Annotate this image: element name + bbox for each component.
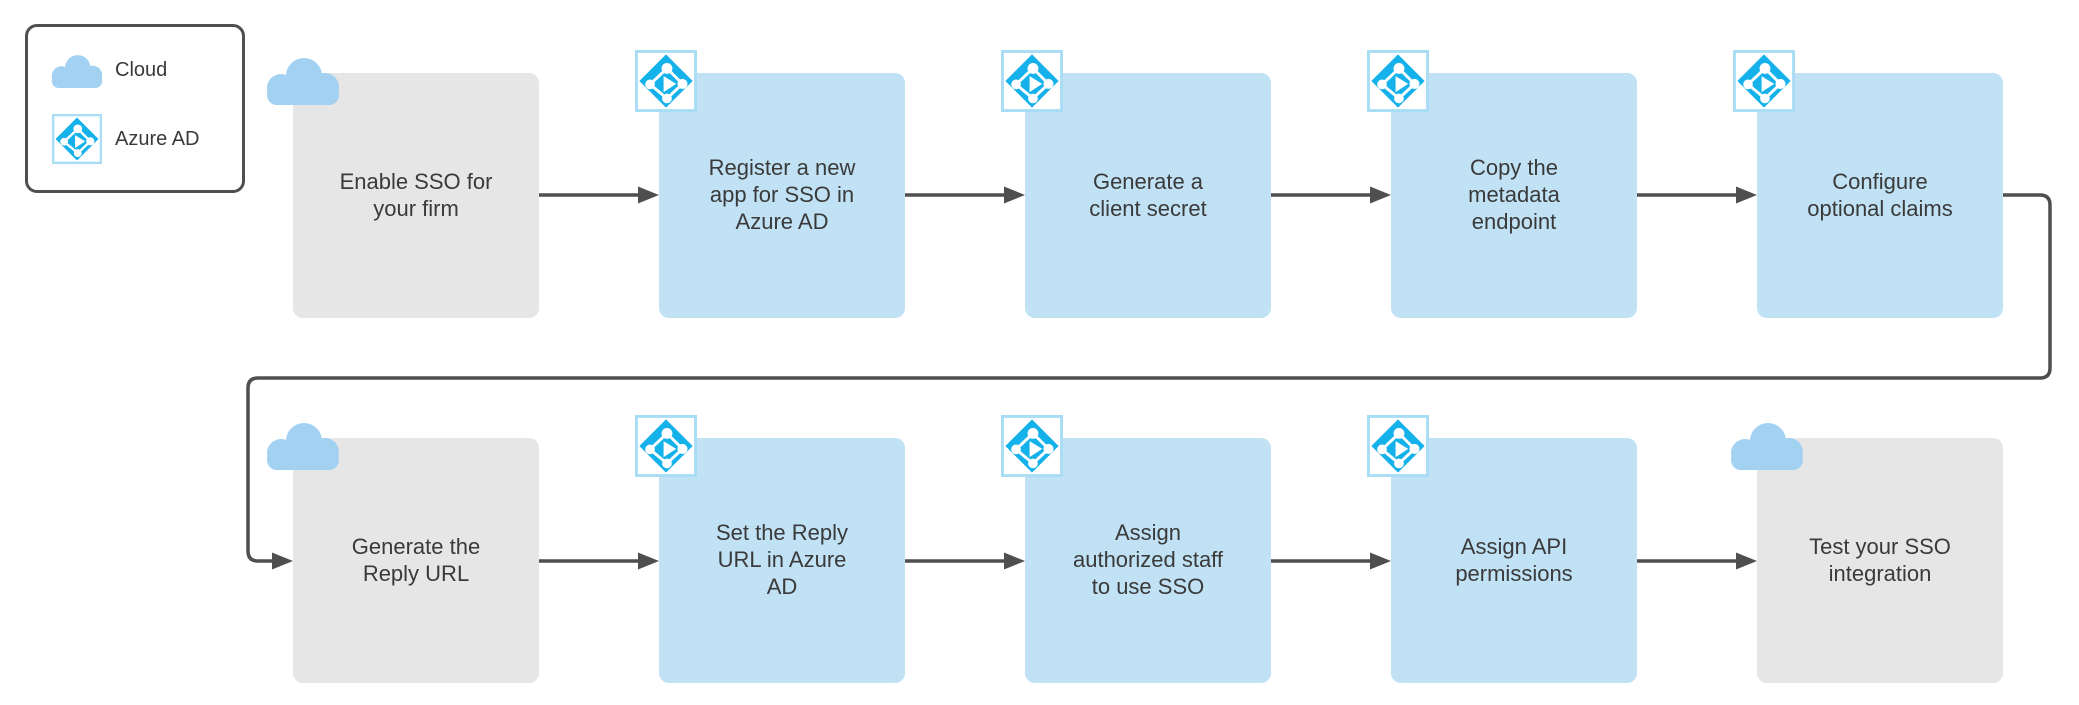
cloud-icon [263,55,343,105]
legend-label-azure-ad: Azure AD [115,127,200,150]
node-test-sso-integration: Test your SSO integration [1757,438,2003,683]
node-generate-client-secret: Generate a client secret [1025,73,1271,318]
node-label: Test your SSO integration [1809,533,1951,586]
legend-item-cloud: Cloud [48,53,242,88]
cloud-icon [1727,420,1807,470]
node-label: Assign authorized staff to use SSO [1072,520,1224,599]
node-copy-metadata-endpoint: Copy the metadata endpoint [1391,73,1637,318]
node-label: Configure optional claims [1807,168,1953,221]
node-label: Assign API permissions [1455,533,1573,586]
azure-ad-icon [48,114,106,164]
node-label: Generate a client secret [1089,168,1207,221]
azure-ad-icon [1733,50,1795,112]
azure-ad-icon [1367,50,1429,112]
legend-item-azure-ad: Azure AD [48,114,242,164]
node-label: Register a new app for SSO in Azure AD [708,155,856,234]
azure-ad-icon [1367,415,1429,477]
legend-label-cloud: Cloud [115,59,168,81]
node-configure-optional-claims: Configure optional claims [1757,73,2003,318]
azure-ad-icon [635,50,697,112]
node-label: Set the Reply URL in Azure AD [715,520,849,599]
node-label: Enable SSO for your firm [339,168,493,221]
cloud-icon [263,420,343,470]
azure-ad-icon [1001,415,1063,477]
node-assign-api-permissions: Assign API permissions [1391,438,1637,683]
cloud-icon [48,53,106,88]
node-generate-reply-url: Generate the Reply URL [293,438,539,683]
azure-ad-icon [1001,50,1063,112]
node-set-reply-url: Set the Reply URL in Azure AD [659,438,905,683]
node-label: Copy the metadata endpoint [1468,155,1560,234]
node-label: Generate the Reply URL [351,533,481,586]
node-register-app: Register a new app for SSO in Azure AD [659,73,905,318]
node-enable-sso: Enable SSO for your firm [293,73,539,318]
node-assign-authorized-staff: Assign authorized staff to use SSO [1025,438,1271,683]
legend: Cloud Azure AD [25,24,245,193]
azure-ad-icon [635,415,697,477]
